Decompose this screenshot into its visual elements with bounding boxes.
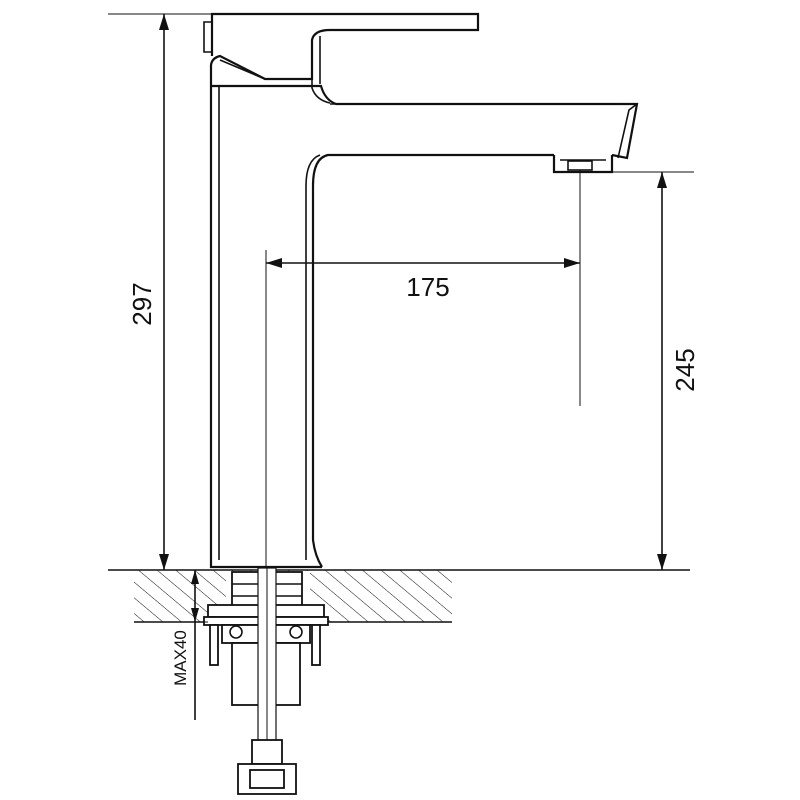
dimension-max-deck: MAX40 <box>171 570 208 720</box>
spout-reach-label: 175 <box>406 272 449 302</box>
dimension-spout-height: 245 <box>612 171 700 570</box>
dimension-total-height: 297 <box>108 13 212 570</box>
faucet-body <box>209 84 639 569</box>
hose-nut <box>237 739 297 795</box>
spout-height-label: 245 <box>670 348 700 391</box>
threaded-hose <box>257 567 277 774</box>
dimension-spout-reach: 175 <box>265 170 581 568</box>
total-height-label: 297 <box>127 282 157 325</box>
max-deck-label: MAX40 <box>171 630 190 686</box>
lever-handle <box>203 12 480 104</box>
aerator <box>552 155 614 174</box>
